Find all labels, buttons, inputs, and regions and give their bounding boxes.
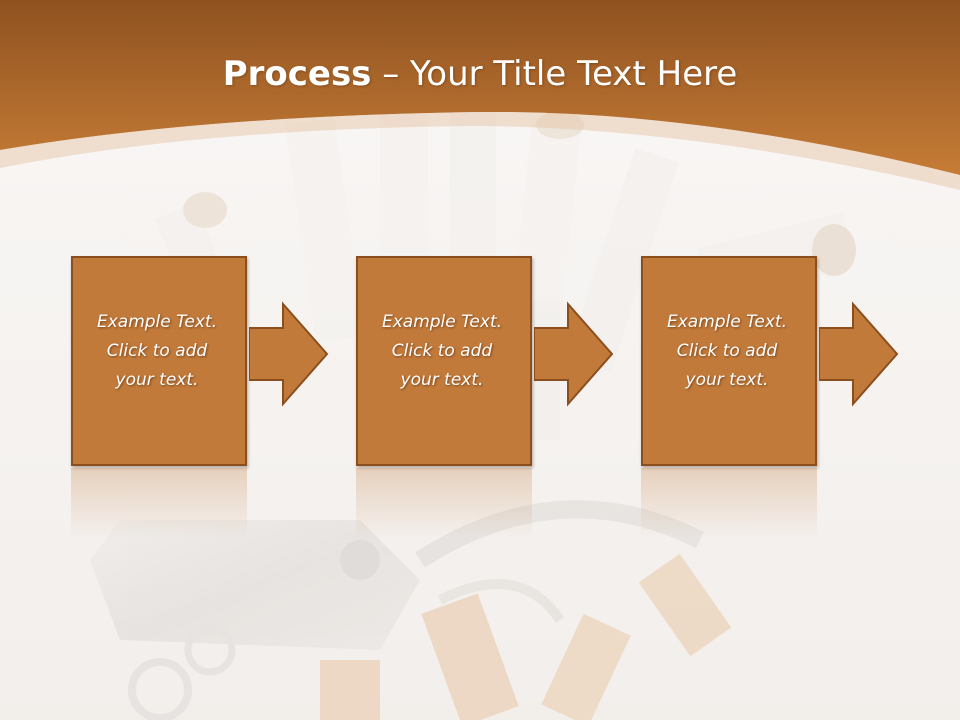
slide-title[interactable]: Process – Your Title Text Here [0,52,960,96]
step-text[interactable]: Example Text. Click to add your text. [381,312,503,390]
step-reflection [71,468,247,538]
title-bold: Process [222,54,372,94]
arrow-right-icon [534,301,614,407]
step-reflection [641,468,817,538]
process-step-2[interactable]: Example Text. Click to add your text. [356,256,532,466]
step-reflection [356,468,532,538]
step-text[interactable]: Example Text. Click to add your text. [666,312,788,390]
process-step-1[interactable]: Example Text. Click to add your text. [71,256,247,466]
title-rest: – Your Title Text Here [371,54,738,94]
step-box [641,256,817,466]
step-box [71,256,247,466]
arrow-right-icon [819,301,899,407]
arrow-right-icon [249,301,329,407]
step-text[interactable]: Example Text. Click to add your text. [96,312,218,390]
step-box [356,256,532,466]
process-step-3[interactable]: Example Text. Click to add your text. [641,256,817,466]
title-band [0,0,960,190]
